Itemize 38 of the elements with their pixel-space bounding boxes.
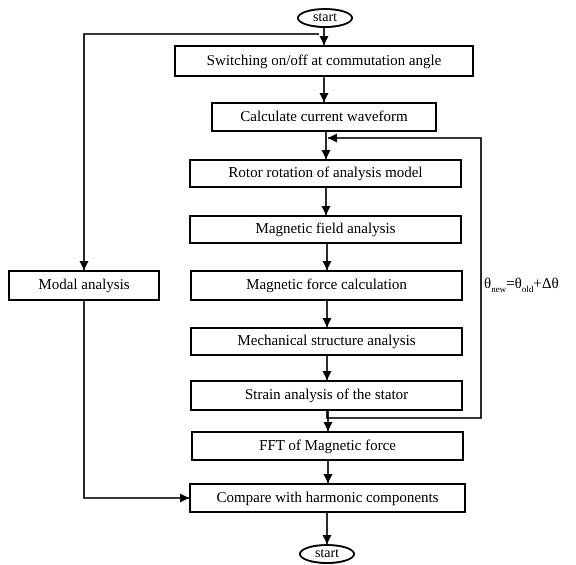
terminal-ellipse [299, 544, 355, 564]
process-box [174, 45, 474, 77]
node-label: Mechanical structure analysis [237, 334, 416, 349]
arrow [322, 301, 332, 327]
edge-label: θ$_{new}$=θ$_{old}$+Δθ [484, 277, 559, 294]
process-box [190, 270, 463, 301]
node-label: Rotor rotation of analysis model [228, 166, 423, 181]
arrow [324, 411, 332, 431]
arrow [326, 134, 482, 419]
node-label: Switching on/off at commutation angle [206, 54, 442, 68]
process-box [190, 380, 463, 411]
node-label: Compare with harmonic components [216, 490, 439, 506]
node-label: Magnetic force calculation [246, 278, 407, 293]
process-box [189, 159, 462, 188]
process-box [211, 102, 437, 132]
node-label: Strain analysis of the stator [244, 388, 408, 403]
process-box [8, 270, 160, 301]
arrow [322, 513, 332, 544]
terminal-ellipse [297, 8, 353, 28]
arrow [320, 77, 328, 102]
process-box [189, 483, 466, 513]
process-box [190, 327, 463, 356]
node-label: start [312, 11, 338, 25]
process-box [191, 431, 464, 461]
process-box [189, 215, 462, 244]
node-label: Modal analysis [38, 278, 130, 293]
node-label: Magnetic field analysis [256, 222, 396, 237]
node-label: start [314, 547, 340, 561]
arrow [324, 461, 332, 483]
arrow [322, 132, 330, 159]
arrow [322, 356, 332, 380]
arrow [320, 28, 328, 45]
arrow [83, 301, 189, 502]
node-label: Calculate current waveform [240, 110, 408, 124]
arrow [80, 33, 319, 270]
arrow [322, 244, 332, 270]
node-label: FFT of Magnetic force [259, 438, 396, 454]
arrow [322, 188, 330, 215]
